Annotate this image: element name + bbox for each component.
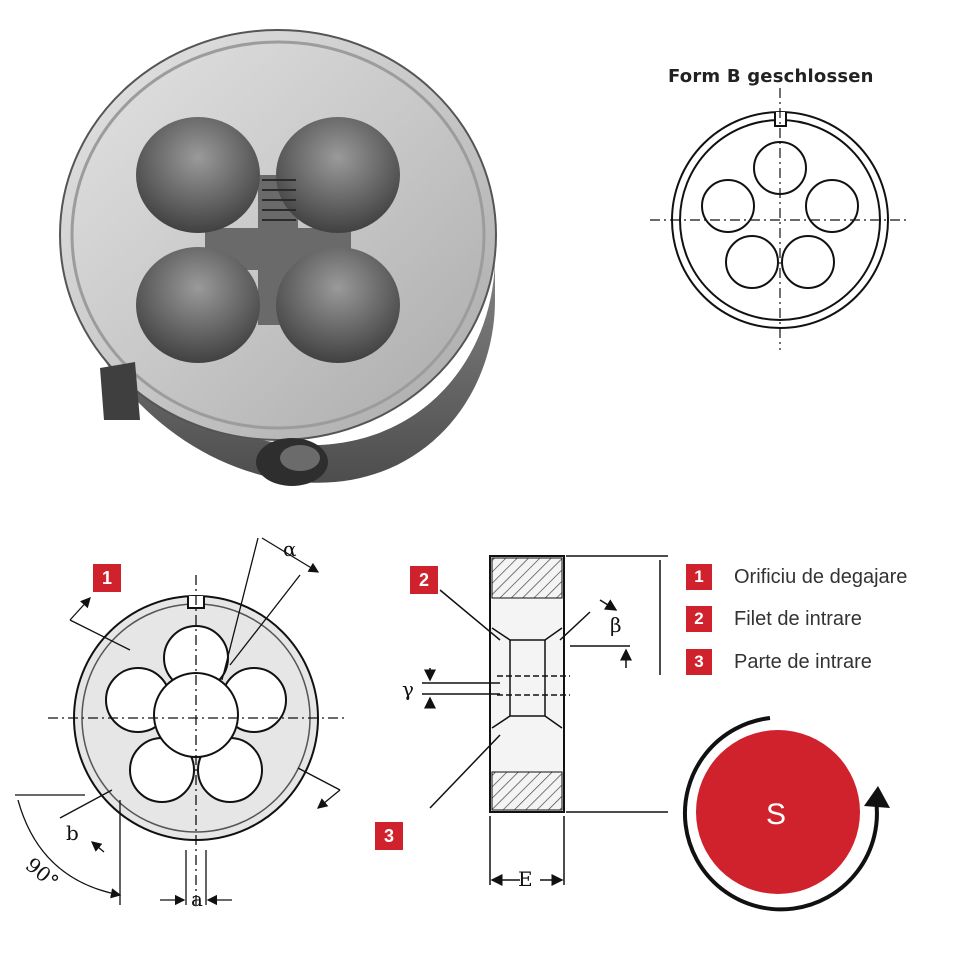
form-b-drawing — [650, 88, 908, 350]
front-view-drawing — [15, 537, 345, 906]
gamma-label: γ — [402, 677, 414, 701]
b-label: b — [66, 821, 79, 845]
form-b-title: Form B geschlossen — [668, 66, 874, 87]
legend-item: 1 Orificiu de degajare — [686, 564, 907, 590]
legend-badge: 3 — [686, 649, 712, 675]
angle-90-label: 90° — [21, 853, 64, 894]
legend-badge: 2 — [686, 606, 712, 632]
legend-item: 2 Filet de intrare — [686, 606, 862, 632]
beta-label: β — [610, 613, 622, 637]
legend-label: Filet de intrare — [734, 607, 862, 630]
alpha-label: α — [283, 537, 297, 561]
callout-side-top: 2 — [410, 566, 438, 594]
callout-front: 1 — [93, 564, 121, 592]
legend-label: Orificiu de degajare — [734, 565, 908, 588]
rotation-symbol — [682, 716, 890, 912]
legend-badge: 1 — [686, 564, 712, 590]
legend-item: 3 Parte de intrare — [686, 649, 872, 675]
callout-side-bottom: 3 — [375, 822, 403, 850]
e-label: E — [518, 867, 533, 891]
a-label: a — [191, 887, 203, 911]
d-label-mask — [640, 675, 680, 697]
die-photo — [59, 29, 497, 486]
legend-label: Parte de intrare — [734, 650, 872, 673]
rotation-badge-label: S — [766, 798, 786, 831]
side-section-drawing — [422, 555, 668, 886]
